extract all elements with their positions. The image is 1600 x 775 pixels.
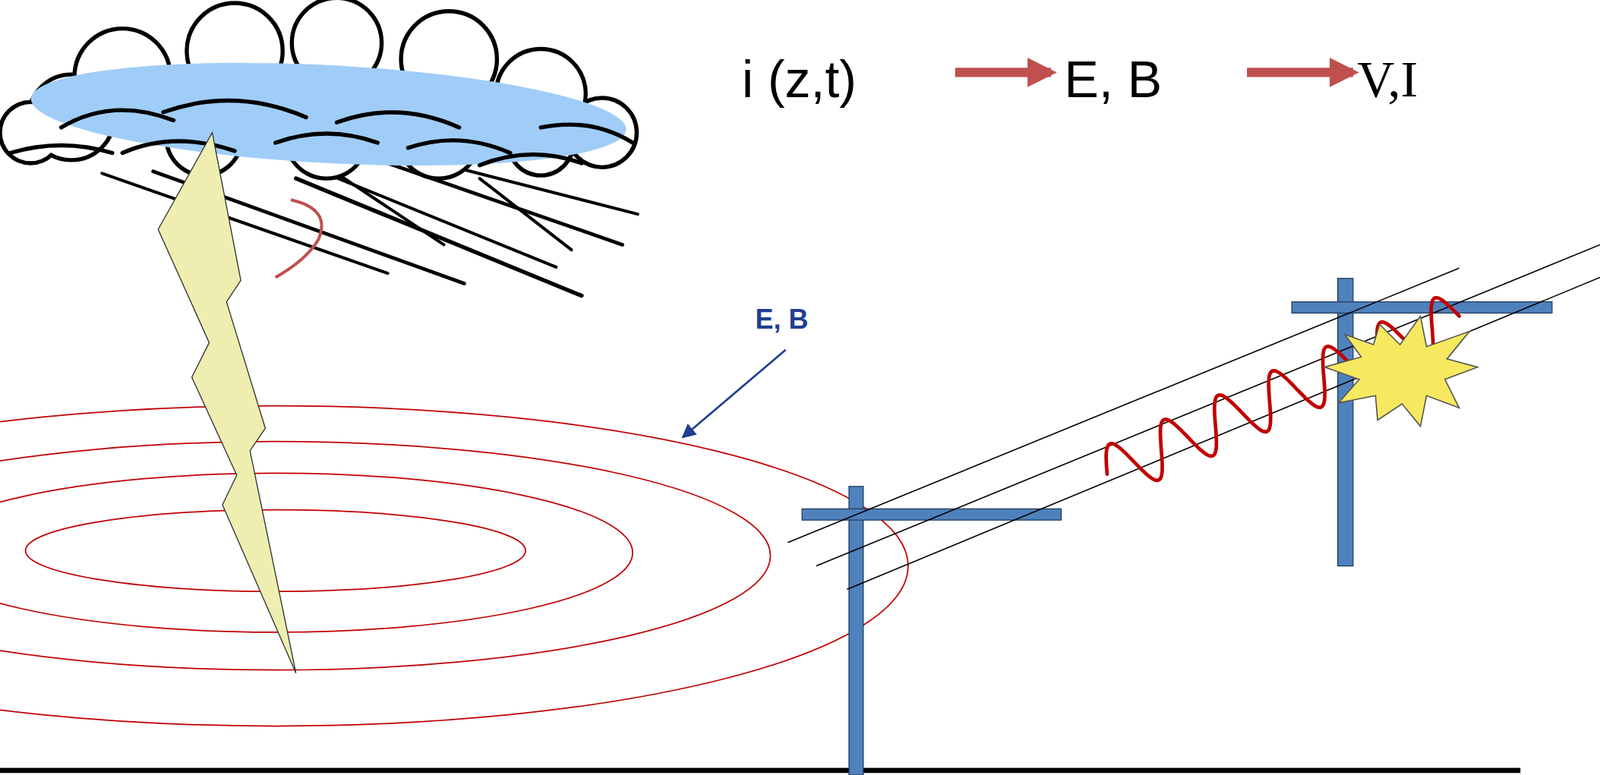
- voltage-current-label: V,I: [1357, 53, 1418, 105]
- utility-poles: [801, 278, 1553, 775]
- power-line-wires: [787, 244, 1600, 590]
- current-squiggle: [275, 199, 322, 278]
- field-callout: E, B: [754, 306, 808, 334]
- leader-arrow: [683, 350, 786, 437]
- lightning-bolt: [157, 132, 296, 674]
- process-arrow: [955, 67, 1051, 77]
- current-label: i (z,t): [741, 53, 857, 105]
- ground-line: [0, 768, 1521, 774]
- field-rings: [0, 406, 909, 727]
- flashover-burst: [1324, 315, 1478, 427]
- field-label: E, B: [1064, 53, 1163, 105]
- process-arrow: [1246, 67, 1354, 77]
- storm-cloud: [2, 0, 635, 179]
